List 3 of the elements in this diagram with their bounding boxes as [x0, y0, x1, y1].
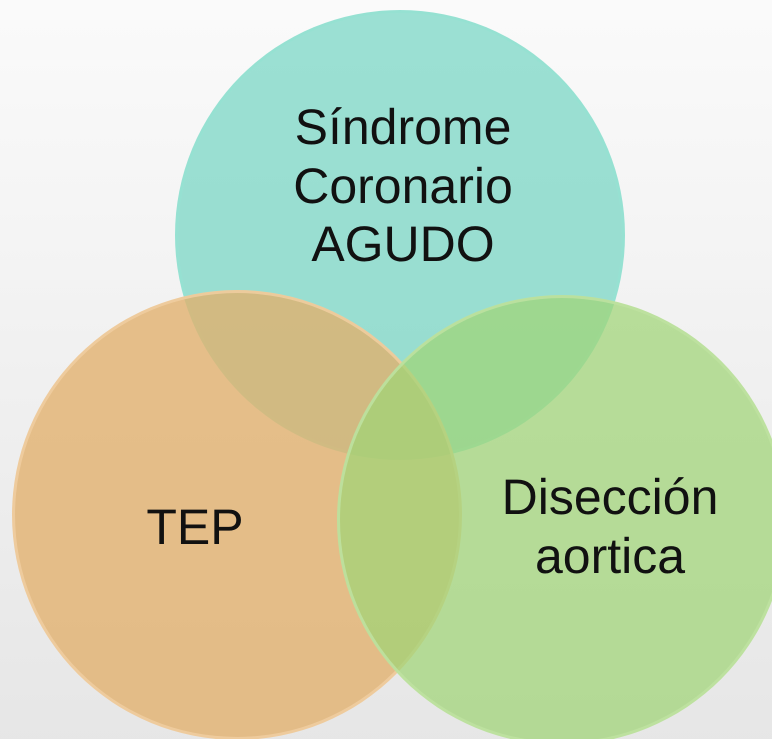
circle-label: Síndrome Coronario AGUDO	[292, 98, 514, 274]
circle-label: Disección aortica	[500, 468, 720, 585]
circle-label: TEP	[145, 498, 245, 556]
